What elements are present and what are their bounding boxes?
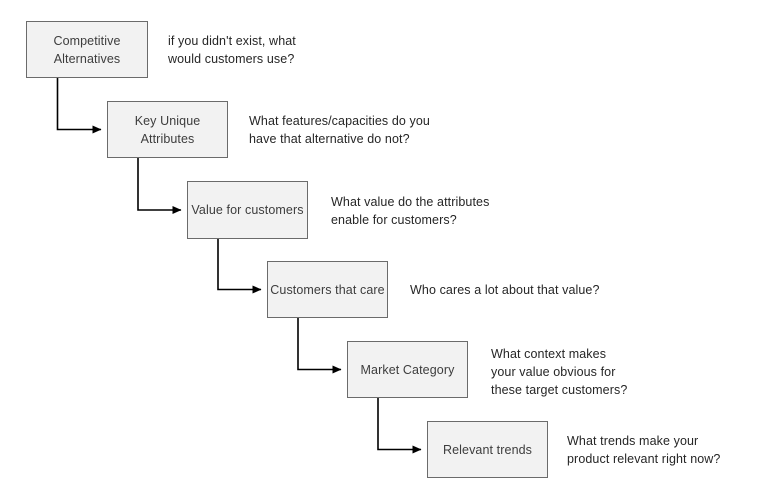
- node-label: Key Unique Attributes: [134, 113, 201, 146]
- annotation-market-category: What context makes your value obvious fo…: [491, 347, 628, 397]
- node-customers-that-care[interactable]: Customers that care: [267, 261, 388, 318]
- annotation-competitive-alternatives: if you didn't exist, what would customer…: [168, 34, 296, 66]
- connector-competitive-alternatives-to-key-unique-attributes: [56, 78, 102, 134]
- connector-value-for-customers-to-customers-that-care: [217, 239, 262, 294]
- node-label: Market Category: [360, 362, 455, 377]
- node-label: Value for customers: [191, 203, 304, 217]
- annotation-value-for-customers: What value do the attributes enable for …: [331, 195, 490, 227]
- annotation-key-unique-attributes: What features/capacities do you have tha…: [249, 114, 430, 146]
- node-competitive-alternatives[interactable]: Competitive Alternatives: [26, 21, 148, 78]
- node-market-category[interactable]: Market Category: [347, 341, 468, 398]
- annotation-customers-that-care: Who cares a lot about that value?: [410, 283, 600, 297]
- node-label: Customers that care: [270, 282, 385, 297]
- node-label: Relevant trends: [442, 442, 533, 457]
- node-value-for-customers[interactable]: Value for customers: [187, 181, 308, 239]
- node-label: Competitive Alternatives: [53, 33, 121, 66]
- node-key-unique-attributes[interactable]: Key Unique Attributes: [107, 101, 228, 158]
- annotation-relevant-trends: What trends make your product relevant r…: [567, 434, 721, 466]
- connector-key-unique-attributes-to-value-for-customers: [137, 158, 182, 214]
- node-relevant-trends[interactable]: Relevant trends: [427, 421, 548, 478]
- connector-customers-that-care-to-market-category: [297, 318, 342, 374]
- connector-market-category-to-relevant-trends: [377, 398, 422, 454]
